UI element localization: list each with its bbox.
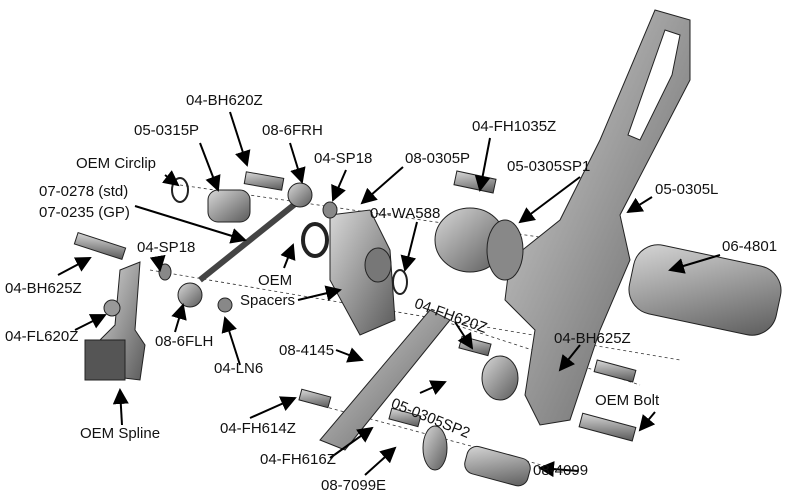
label-oem-spacers-line1: OEM [258,272,293,289]
oem-bolt [578,412,637,442]
label-08-6FLH: 08-6FLH [155,333,214,350]
label-08-4099: 08-4099 [533,462,589,479]
label-08-6FRH: 08-6FRH [262,122,323,139]
spacer-05-0315P [207,189,251,223]
label-04-BH625Z-right: 04-BH625Z [554,330,631,347]
oem-spacer-ring [301,222,329,258]
bolt-04-FH616Z [388,407,422,428]
spacer-04-SP18-left [158,263,172,281]
label-04-SP18-top: 04-SP18 [314,150,373,167]
label-04-BH625Z-left: 04-BH625Z [5,280,82,297]
label-08-0305P: 08-0305P [405,150,471,167]
bolt-04-BH620Z [243,171,285,191]
label-04-FH616Z: 04-FH616Z [260,451,336,468]
label-07-0235-gp: 07-0235 (GP) [39,204,130,221]
oem-spacer [364,247,392,283]
washer-04-WA588 [392,269,408,295]
label-05-0315P: 05-0315P [134,122,200,139]
label-05-0305L: 05-0305L [655,181,719,198]
label-04-FH1035Z: 04-FH1035Z [472,118,557,135]
spacer-05-0305SP1-face [486,219,524,281]
bolt-04-FH614Z [298,388,332,409]
label-04-FH614Z: 04-FH614Z [220,420,296,437]
spacer-08-4099 [464,445,531,487]
pivot-block [329,209,396,336]
label-oem-spacers-line2: Spacers [240,292,296,309]
rod-end-08-6FLH [177,282,203,308]
label-06-4801: 06-4801 [722,238,778,255]
footpeg-06-4801 [628,244,782,336]
label-04-BH620Z: 04-BH620Z [186,92,263,109]
plate-cutout [627,29,681,141]
nut-04-LN6 [217,297,233,313]
label-04-FL620Z: 04-FL620Z [5,328,79,345]
rod-end-08-6FRH [287,182,313,208]
label-oem-bolt: OEM Bolt [595,392,660,409]
oem-spline-block [84,339,126,381]
shift-rod [198,197,302,283]
label-04-WA588: 04-WA588 [370,205,441,222]
bolt-04-BH625Z-right [593,359,637,383]
eccentric-08-7099E [422,425,448,471]
bolt-04-FH1035Z [453,170,497,194]
label-04-LN6: 04-LN6 [214,360,264,377]
nut-04-FL620Z [103,299,121,317]
link-plate-08-4145 [319,309,451,451]
oem-circlip [171,177,189,203]
leader-arrows [57,111,721,478]
label-05-0305SP1: 05-0305SP1 [507,158,591,175]
bolt-04-FH620Z [458,335,492,357]
bolt-04-BH625Z-left [73,231,127,261]
label-oem-circlip: OEM Circlip [76,155,157,172]
label-08-7099E: 08-7099E [321,477,387,494]
label-07-0278-std: 07-0278 (std) [39,183,129,200]
label-08-4145: 08-4145 [279,342,335,359]
label-oem-spline: OEM Spline [80,425,161,442]
spacer-05-0305SP2 [481,355,519,401]
label-04-SP18-left: 04-SP18 [137,239,196,256]
spacer-04-SP18-top [322,201,338,219]
